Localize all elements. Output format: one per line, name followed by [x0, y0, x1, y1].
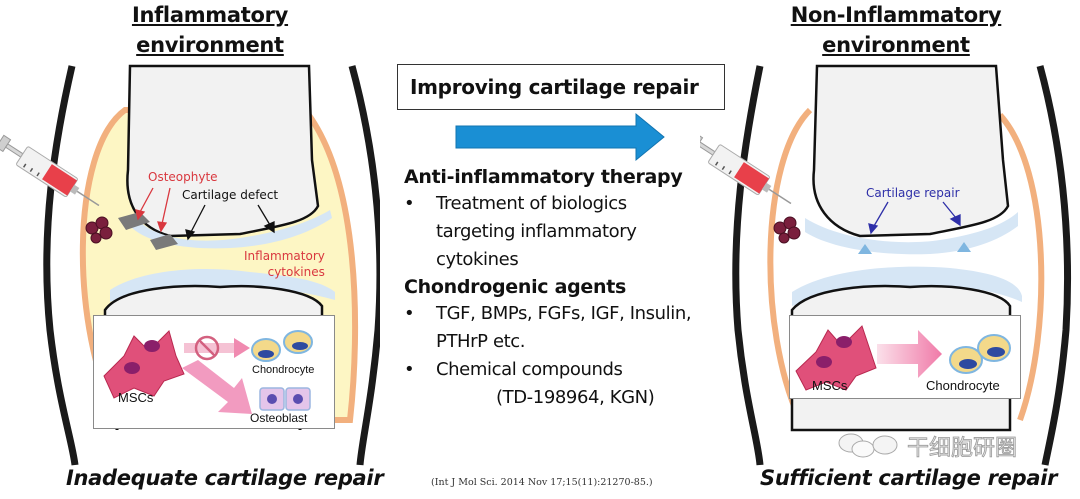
osteophyte-arrows: [135, 187, 171, 233]
watermark: 干细胞研圈: [837, 430, 1017, 462]
upper-bone: [126, 64, 320, 238]
syringe-icon: [0, 134, 100, 207]
chondrogenic-bullet-compounds: • Chemical compounds (TD-198964, KGN): [404, 356, 691, 412]
large-pink-arrow: [182, 360, 252, 414]
mscs-label: MSCs: [812, 378, 848, 393]
differentiation-arrow: [877, 330, 942, 378]
outer-contour-left: [732, 65, 764, 466]
lower-cartilage: [110, 269, 335, 302]
right-title-line1: Non-Inflammatory: [790, 3, 1002, 27]
right-inset-graphics: [795, 325, 1011, 391]
syringe-icon: [700, 132, 792, 205]
chondrocyte-label: Chondrocyte: [252, 364, 315, 376]
cartilage-repair-label: Cartilage repair: [866, 186, 960, 200]
osteophyte-1: [118, 212, 150, 230]
bullet-line: cytokines: [436, 249, 519, 270]
right-differentiation-inset: MSCs Chondrocyte: [789, 315, 1021, 399]
repair-arrows: [868, 201, 961, 235]
citation: (Int J Mol Sci. 2014 Nov 17;15(11):21270…: [431, 477, 653, 488]
improving-cartilage-repair-box: Improving cartilage repair: [397, 64, 725, 110]
msc-cells-icon: [103, 330, 185, 399]
right-caption: Sufficient cartilage repair: [760, 466, 1058, 490]
wechat-bubbles-icon: [838, 433, 898, 458]
inflammatory-cells-icon: [773, 216, 801, 244]
upper-bone: [812, 64, 1010, 238]
repair-triangle-1: [858, 244, 872, 254]
outer-contour-right: [348, 65, 380, 466]
right-joint-illustration: [700, 64, 1072, 466]
bullet-line: PTHrP etc.: [436, 331, 526, 352]
therapy-list: Anti-inflammatory therapy • Treatment of…: [404, 166, 692, 412]
chondrogenic-bullet-growth-factors: • TGF, BMPs, FGFs, IGF, Insulin, PTHrP e…: [404, 300, 692, 356]
outer-contour-left: [43, 65, 79, 466]
left-caption: Inadequate cartilage repair: [66, 466, 384, 490]
defect-arrows: [185, 204, 275, 241]
chondrocyte-cells-icon: [251, 330, 313, 362]
outer-contour-right: [1036, 65, 1072, 466]
msc-cells-icon: [795, 325, 877, 391]
watermark-text: 干细胞研圈: [907, 436, 1018, 462]
bullet-line: Chemical compounds: [436, 359, 623, 380]
bullet-line: (TD-198964, KGN): [496, 387, 655, 408]
cytokines-line2: cytokines: [267, 265, 325, 279]
synovial-capsule: [767, 107, 1045, 422]
transition-arrow-icon: [455, 112, 665, 162]
left-panel: Inflammatory environment Osteophyte Cart…: [0, 0, 384, 499]
chondrocyte-cells-icon: [949, 334, 1011, 374]
blocked-arrow: [184, 335, 250, 361]
inflammatory-cytokines-label: Inflammatory cytokines: [244, 248, 325, 280]
left-inset-graphics: [103, 330, 313, 414]
right-panel: Non-Inflammatory environment Cartilage r…: [700, 0, 1080, 499]
right-title-line2: environment: [822, 33, 970, 57]
cartilage-defect-label: Cartilage defect: [182, 188, 279, 202]
osteoblast-cells-icon: [259, 387, 311, 411]
upper-cartilage: [132, 210, 332, 249]
osteophyte-2: [150, 234, 178, 250]
mscs-label: MSCs: [118, 390, 154, 405]
lower-cartilage: [792, 266, 1022, 306]
left-title-line1: Inflammatory: [131, 3, 289, 27]
anti-inflammatory-bullet: • Treatment of biologics targeting infla…: [404, 190, 691, 274]
bullet-dot: •: [404, 193, 415, 214]
osteophyte-label: Osteophyte: [148, 170, 218, 184]
anti-inflammatory-heading: Anti-inflammatory therapy: [404, 166, 683, 188]
left-panel-title: Inflammatory environment: [90, 0, 330, 60]
bullet-line: targeting inflammatory: [436, 221, 637, 242]
osteoblast-label: Osteoblast: [250, 411, 308, 425]
bullet-dot: •: [404, 303, 415, 324]
cytokines-line1: Inflammatory: [244, 249, 325, 263]
bullet-dot: •: [404, 359, 415, 380]
bullet-line: TGF, BMPs, FGFs, IGF, Insulin,: [436, 303, 692, 324]
chondrogenic-heading: Chondrogenic agents: [404, 276, 627, 298]
left-title-line2: environment: [136, 33, 284, 57]
chondrocyte-label: Chondrocyte: [926, 378, 1000, 393]
inflammatory-cells-icon: [85, 216, 113, 244]
repair-triangle-2: [957, 242, 971, 252]
right-panel-title: Non-Inflammatory environment: [776, 0, 1016, 60]
bullet-line: Treatment of biologics: [436, 193, 627, 214]
left-differentiation-inset: MSCs Chondrocyte Osteoblast: [93, 315, 335, 429]
